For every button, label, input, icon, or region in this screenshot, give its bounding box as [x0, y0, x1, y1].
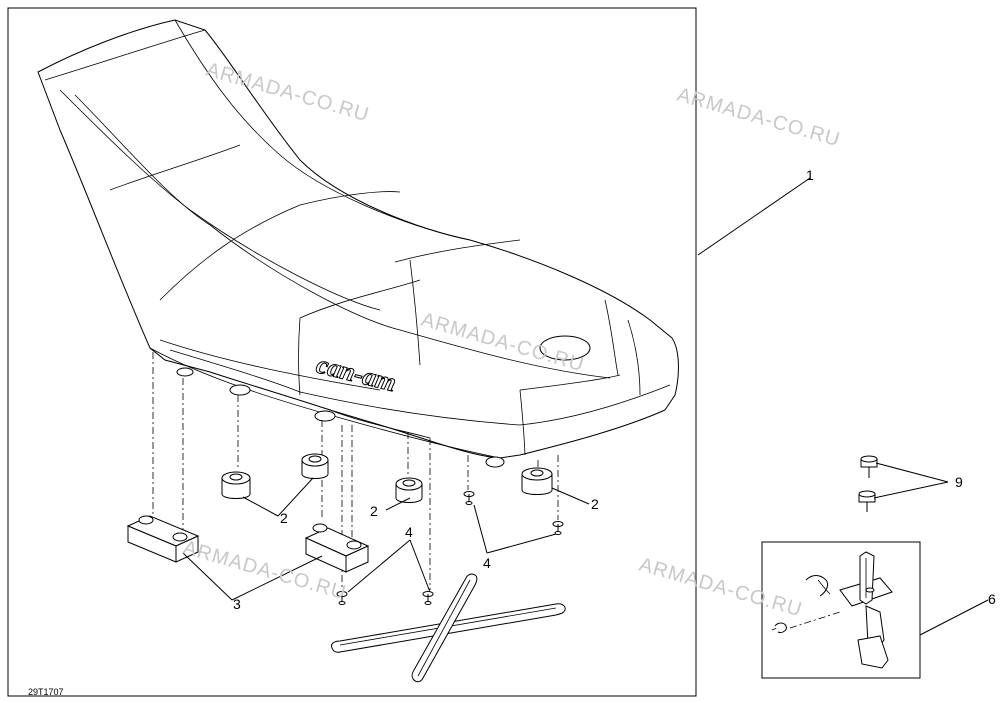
latch-assembly-part — [771, 551, 893, 669]
callout-6: 6 — [988, 591, 996, 607]
latch-inset-frame — [761, 541, 921, 679]
filler-cap-outline — [539, 335, 591, 361]
callout-labels: 1 2 2 2 3 4 4 6 9 — [233, 167, 996, 612]
pin — [422, 591, 434, 605]
callout-9: 9 — [955, 474, 963, 490]
callout-2c: 2 — [591, 496, 599, 512]
callout-3: 3 — [233, 596, 241, 612]
grommet — [301, 453, 329, 479]
screw — [858, 490, 876, 512]
callout-4a: 4 — [405, 524, 413, 540]
grommet — [395, 477, 423, 503]
drawing-code: 29T1707 — [28, 687, 64, 697]
seat-part: can-am — [37, 19, 679, 468]
support-block — [304, 523, 370, 573]
watermark: ARMADA-CO.RU — [637, 554, 805, 622]
grommet-parts — [221, 453, 553, 503]
callout-2a: 2 — [280, 510, 288, 526]
pin — [552, 521, 564, 535]
support-block — [126, 515, 200, 563]
callout-1: 1 — [806, 167, 814, 183]
main-frame — [7, 7, 697, 697]
pin — [336, 591, 348, 605]
grommet — [521, 467, 553, 495]
leader-lines — [182, 177, 989, 636]
pin-parts — [336, 491, 564, 605]
strap-parts — [331, 573, 566, 683]
grommet — [221, 471, 251, 499]
callout-4b: 4 — [483, 555, 491, 571]
screw — [860, 455, 878, 478]
screw-parts — [858, 455, 878, 512]
callout-2b: 2 — [370, 503, 378, 519]
watermark: ARMADA-CO.RU — [675, 84, 843, 152]
pin — [463, 491, 475, 505]
support-block-parts — [126, 515, 370, 573]
